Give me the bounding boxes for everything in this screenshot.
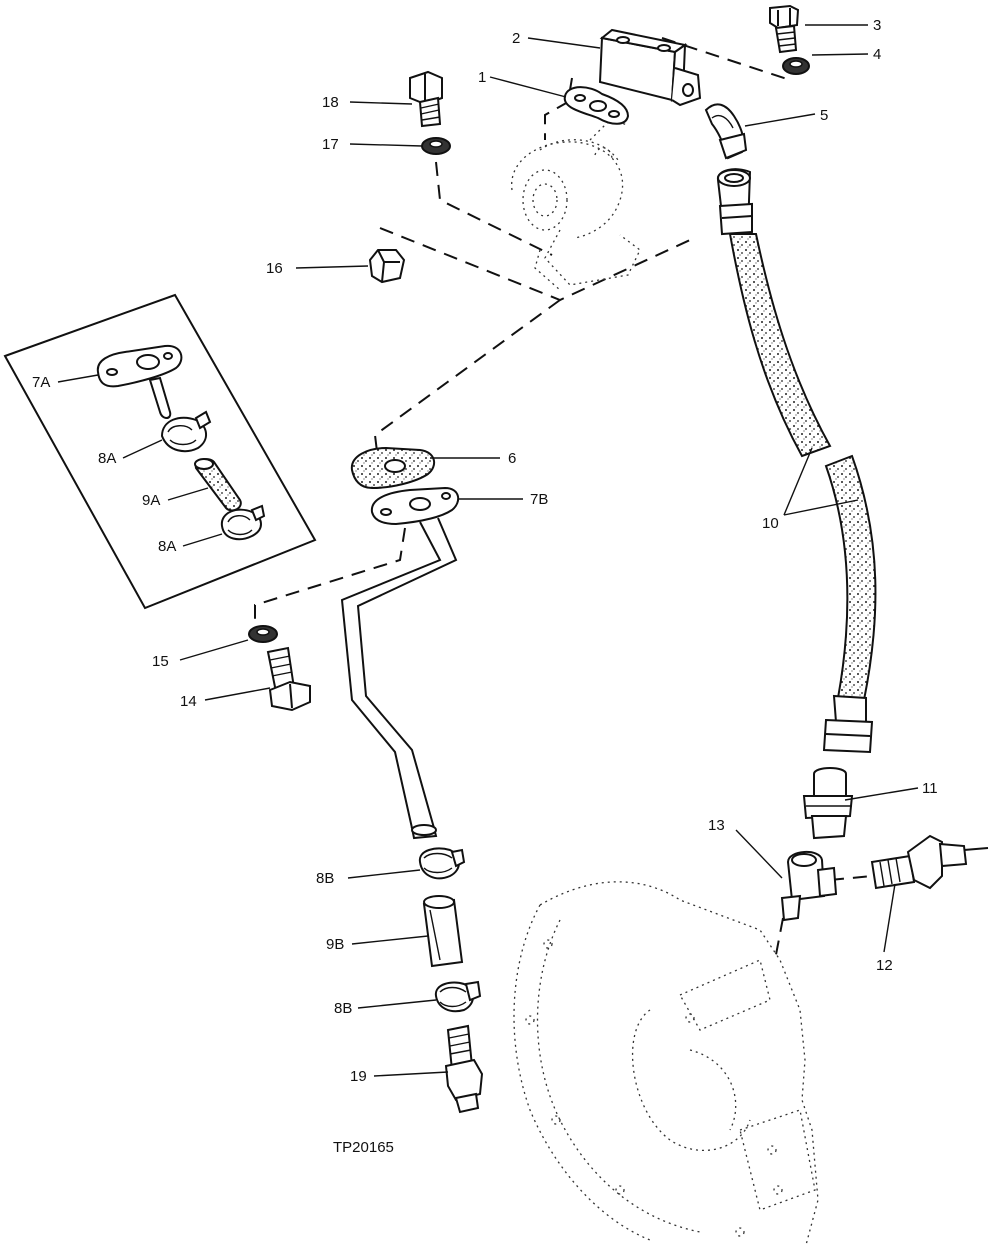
part-10-supply-hose	[716, 168, 877, 754]
callout-label: 2	[512, 30, 520, 47]
callout-label: 7A	[32, 374, 50, 391]
part-16-nut	[368, 249, 406, 284]
callout-label: 9B	[326, 936, 344, 953]
callout-label: 6	[508, 450, 516, 467]
part-19-fitting	[444, 1024, 484, 1114]
part-11-adapter	[802, 767, 854, 840]
callout-label: 4	[873, 46, 881, 63]
part-1-gasket	[563, 86, 630, 125]
callout-label: 8A	[98, 450, 116, 467]
assembly-dashed-lines	[254, 37, 873, 961]
callout-label: 11	[922, 780, 938, 797]
callout-label: 8B	[316, 870, 334, 887]
callout-label: 7B	[530, 491, 548, 508]
callout-label: 5	[820, 107, 828, 124]
callout-label: 18	[322, 94, 339, 111]
part-7b-tube-flange	[370, 486, 460, 526]
flywheel-housing	[513, 881, 819, 1246]
callout-label: 8B	[334, 1000, 352, 1017]
callout-label: 1	[478, 69, 486, 86]
part-2-oil-manifold	[598, 28, 702, 107]
callout-label: 15	[152, 653, 169, 670]
part-9a-hose	[194, 458, 242, 512]
part-6-gasket	[350, 446, 436, 490]
callout-label: 16	[266, 260, 283, 277]
part-14-bolt	[266, 646, 311, 712]
part-7a-tube-flange	[96, 344, 183, 419]
part-15-washer	[248, 625, 278, 643]
part-9b-hose	[422, 895, 464, 968]
part-5-elbow-fitting	[704, 103, 748, 160]
part-17-washer	[421, 137, 451, 155]
callout-label: 17	[322, 136, 339, 153]
turbocharger-housing	[511, 119, 641, 291]
oil-return-tube	[340, 517, 458, 840]
callout-label: 3	[873, 17, 881, 34]
part-13-tee-fitting	[780, 851, 838, 922]
figure-id-label: TP20165	[333, 1139, 394, 1156]
part-3-bolt	[769, 4, 800, 54]
callout-labels: 1 2 3 4 5 6 7A 7B 8A 8A 8B 8B 9A 9B 10 1…	[32, 17, 938, 1085]
part-18-bolt	[409, 70, 443, 128]
part-8a-lower-clamp	[220, 504, 266, 541]
part-8a-upper-clamp	[160, 410, 212, 453]
callout-label: 10	[762, 515, 779, 532]
callout-label: 9A	[142, 492, 160, 509]
part-4-washer	[782, 57, 810, 75]
callout-label: 13	[708, 817, 725, 834]
callout-label: 8A	[158, 538, 176, 555]
part-8b-lower-clamp	[434, 980, 482, 1013]
callout-label: 12	[876, 957, 893, 974]
callout-label: 14	[180, 693, 197, 710]
callout-label: 19	[350, 1068, 367, 1085]
part-12-pressure-sender	[870, 834, 989, 890]
alternate-parts-box	[3, 293, 317, 610]
part-8b-upper-clamp	[418, 847, 466, 880]
leader-lines	[57, 24, 919, 1077]
